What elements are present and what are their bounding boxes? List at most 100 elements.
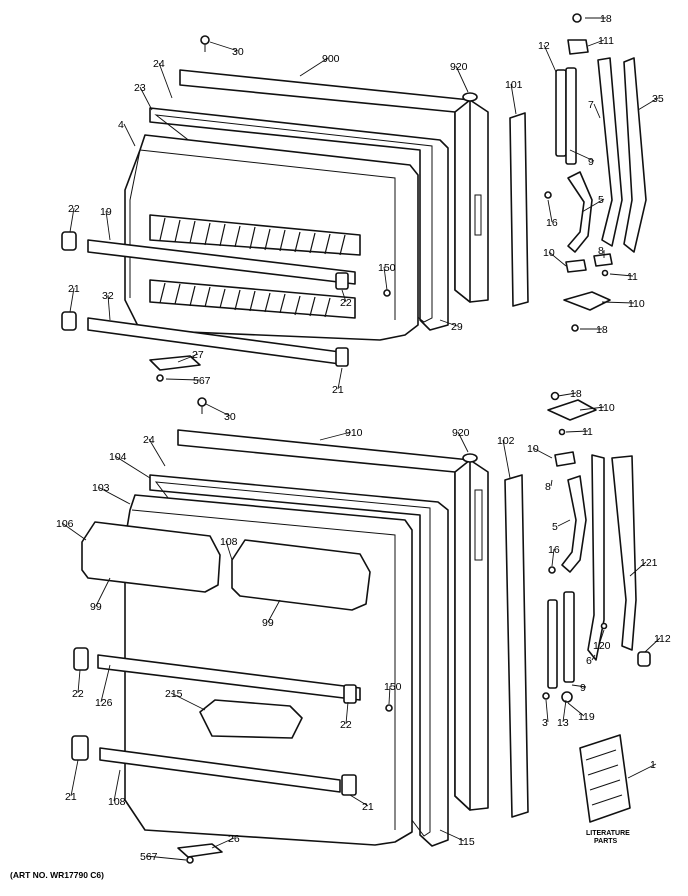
callout-8: 8 bbox=[598, 245, 604, 257]
leader-19 bbox=[105, 210, 111, 241]
leader-24 bbox=[158, 62, 173, 99]
callout-5: 5 bbox=[552, 521, 558, 533]
leader-120 bbox=[598, 629, 605, 646]
callout-18: 18 bbox=[596, 324, 608, 336]
callout-120: 120 bbox=[593, 640, 611, 652]
leader-13 bbox=[562, 699, 567, 723]
callout-108: 108 bbox=[108, 796, 126, 808]
callout-24: 24 bbox=[143, 434, 155, 446]
literature-booklet bbox=[579, 734, 631, 823]
callout-215: 215 bbox=[165, 688, 183, 700]
callout-32: 32 bbox=[102, 290, 114, 302]
callout-22: 22 bbox=[68, 203, 80, 215]
leader-29 bbox=[439, 319, 458, 327]
freezer-door-assembly bbox=[61, 13, 647, 382]
leader-110 bbox=[579, 406, 605, 411]
callout-110: 110 bbox=[628, 298, 645, 310]
callout-567: 567 bbox=[193, 375, 211, 387]
leader-22 bbox=[341, 289, 347, 303]
leader-21 bbox=[69, 287, 75, 313]
callout-21: 21 bbox=[65, 791, 77, 803]
callout-30: 30 bbox=[224, 411, 236, 423]
trim-strip-101 bbox=[509, 112, 529, 307]
leader-108 bbox=[113, 769, 121, 802]
callout-22: 22 bbox=[72, 688, 84, 700]
callout-11: 11 bbox=[627, 271, 638, 283]
leader-23 bbox=[139, 86, 153, 111]
shelf-grating-lower bbox=[159, 282, 331, 318]
callout-102: 102 bbox=[497, 435, 515, 447]
callout-21: 21 bbox=[362, 801, 374, 813]
leader-22 bbox=[69, 207, 75, 233]
leader-119 bbox=[567, 702, 585, 717]
leader-11 bbox=[565, 430, 589, 433]
callout-30: 30 bbox=[232, 46, 244, 58]
callout-108: 108 bbox=[220, 536, 238, 548]
callout-27: 27 bbox=[192, 349, 204, 361]
callout-567: 567 bbox=[140, 851, 158, 863]
leader-30 bbox=[209, 41, 239, 52]
callout-900: 900 bbox=[322, 53, 340, 65]
literature-caption-1: LITERATURE bbox=[586, 830, 630, 837]
leader-3 bbox=[545, 699, 549, 723]
callout-22: 22 bbox=[340, 297, 352, 309]
callout-10: 10 bbox=[527, 443, 539, 455]
callout-18: 18 bbox=[600, 13, 612, 25]
leader-99 bbox=[267, 599, 281, 623]
leader-150 bbox=[388, 685, 391, 705]
callout-126: 126 bbox=[95, 697, 113, 709]
callout-7: 7 bbox=[588, 99, 594, 111]
callout-106: 106 bbox=[56, 518, 74, 530]
callout-6: 6 bbox=[586, 655, 592, 667]
leader-16 bbox=[551, 548, 555, 567]
dairy-shelf-215 bbox=[199, 699, 303, 739]
callout-115: 115 bbox=[458, 836, 475, 848]
leader-110 bbox=[601, 301, 635, 304]
callout-111: 111 bbox=[598, 35, 614, 47]
callout-104: 104 bbox=[109, 451, 127, 463]
leader-12 bbox=[543, 44, 557, 73]
leader-104 bbox=[114, 455, 151, 479]
door-rack-108 bbox=[99, 747, 341, 793]
callout-3: 3 bbox=[542, 717, 548, 729]
leader-900 bbox=[299, 57, 329, 77]
leader-103 bbox=[97, 486, 131, 505]
leader-4 bbox=[123, 123, 136, 147]
callout-12: 12 bbox=[538, 40, 550, 52]
leader-108 bbox=[225, 540, 233, 561]
leader-10 bbox=[548, 251, 567, 267]
callout-9: 9 bbox=[580, 682, 586, 694]
callout-920: 920 bbox=[452, 427, 470, 439]
callout-24: 24 bbox=[153, 58, 165, 70]
callout-150: 150 bbox=[378, 262, 396, 274]
callout-11: 11 bbox=[582, 426, 593, 438]
leader-11 bbox=[609, 273, 634, 277]
callout-8: 8 bbox=[545, 481, 551, 493]
callout-910: 910 bbox=[345, 427, 363, 439]
callout-26: 26 bbox=[228, 833, 240, 845]
leader-1 bbox=[627, 763, 657, 779]
leader-106 bbox=[61, 522, 87, 541]
leader-111 bbox=[587, 39, 605, 47]
callout-21: 21 bbox=[68, 283, 80, 295]
callout-16: 16 bbox=[548, 544, 560, 556]
fresh-food-gasket bbox=[149, 474, 449, 847]
leader-126 bbox=[100, 664, 111, 703]
leader-215 bbox=[170, 692, 206, 711]
leader-30 bbox=[205, 403, 231, 417]
leader-6 bbox=[591, 654, 596, 661]
callout-99: 99 bbox=[262, 617, 274, 629]
leader-21 bbox=[70, 759, 79, 797]
callout-121: 121 bbox=[640, 557, 658, 569]
leader-920 bbox=[457, 431, 469, 453]
callout-9: 9 bbox=[588, 156, 594, 168]
leader-35 bbox=[637, 97, 659, 111]
callout-29: 29 bbox=[451, 321, 463, 333]
leader-26 bbox=[211, 837, 235, 849]
leader-910 bbox=[319, 431, 352, 441]
leader-121 bbox=[629, 561, 647, 577]
callout-23: 23 bbox=[134, 82, 146, 94]
